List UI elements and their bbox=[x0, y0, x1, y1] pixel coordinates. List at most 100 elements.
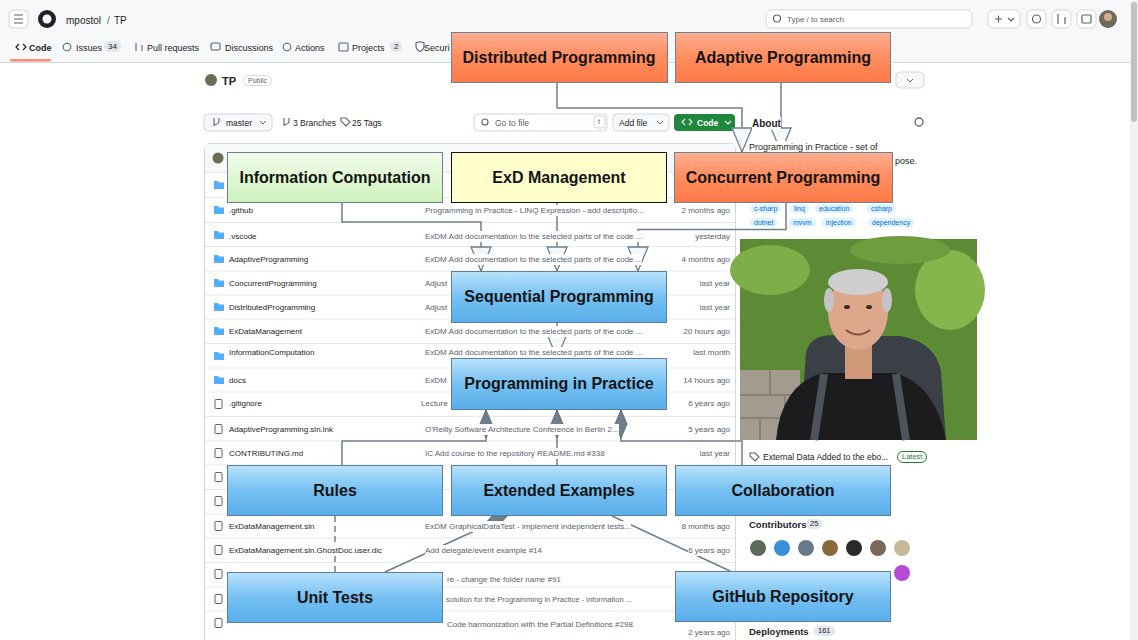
topic-tag: csharp bbox=[867, 204, 896, 213]
commit-time: 2 years ago bbox=[688, 627, 730, 638]
package-box: Extended Examples bbox=[451, 465, 667, 516]
branch-count: 3 Branches bbox=[293, 118, 336, 129]
projects-tab-icon bbox=[339, 43, 348, 51]
issues-button bbox=[1027, 10, 1046, 28]
commit-time: 4 months ago bbox=[682, 254, 730, 265]
package-name: Adaptive Programming bbox=[695, 49, 871, 67]
user-avatar bbox=[1099, 10, 1117, 28]
package-box: Concurrent Programming bbox=[674, 152, 893, 203]
commit-message: ExDM Add documentation to the selected p… bbox=[425, 231, 642, 242]
gear-icon bbox=[915, 118, 923, 126]
plus-icon bbox=[995, 16, 1014, 23]
commit-message: ExDM bbox=[425, 375, 447, 386]
section-heading: About bbox=[752, 117, 781, 130]
scrollbar-track bbox=[1130, 0, 1138, 640]
commit-message: re - change the folder name #91 bbox=[447, 574, 561, 585]
search-placeholder: Type / to search bbox=[787, 14, 844, 25]
inbox-button bbox=[1077, 10, 1096, 28]
search-box bbox=[766, 10, 972, 28]
go-to-file-icon bbox=[482, 119, 488, 125]
user-avatar-face bbox=[1104, 13, 1112, 21]
package-box: Sequential Programming bbox=[451, 271, 667, 323]
package-box: Collaboration bbox=[675, 465, 891, 516]
repo-title: TP bbox=[222, 74, 236, 88]
commit-message: Lecture bbox=[421, 398, 448, 409]
file-name: CONTRIBUTING.md bbox=[229, 448, 303, 459]
commit-message: Code harmonization with the Partial Defi… bbox=[447, 619, 633, 630]
search-icon bbox=[774, 15, 781, 22]
package-name: Collaboration bbox=[731, 482, 834, 500]
nav-tab: Actions bbox=[295, 42, 325, 54]
section-heading: Contributors bbox=[749, 519, 807, 531]
commit-message: Programming in Practice - LINQ Expressio… bbox=[425, 205, 644, 216]
commit-message: IC Add course to the repository README.m… bbox=[425, 448, 605, 459]
package-box: Rules bbox=[227, 465, 443, 516]
package-box: Unit Tests bbox=[227, 572, 443, 623]
button-label: Add file bbox=[619, 118, 647, 129]
commit-time: last year bbox=[700, 302, 730, 313]
last-commit-avatar bbox=[213, 153, 224, 164]
tag-count: 25 Tags bbox=[352, 118, 382, 129]
dependency-line bbox=[334, 516, 336, 572]
commit-message: ExDM Add documentation to the selected p… bbox=[425, 326, 642, 337]
topic-tag: mvvm bbox=[789, 218, 816, 227]
generalization-arrow bbox=[557, 83, 742, 152]
commit-message: ExDM Add documentation to the selected p… bbox=[425, 347, 642, 358]
release-tag-icon bbox=[750, 453, 759, 461]
menu-icon bbox=[14, 15, 23, 23]
nav-tab: Securi bbox=[424, 42, 450, 54]
nav-tab: Projects bbox=[352, 42, 385, 54]
file-name: ConcurrentProgramming bbox=[229, 278, 317, 289]
file-name: ExDataManagement.sln.GhostDoc.user.dic bbox=[229, 545, 382, 556]
code-tab-icon bbox=[16, 44, 26, 50]
file-name: InformationComputation bbox=[229, 347, 314, 358]
menu-button bbox=[9, 10, 28, 28]
count-badge: 34 bbox=[104, 41, 121, 52]
file-name: AdaptiveProgramming.sln.lnk bbox=[229, 424, 333, 435]
package-box: GitHub Repository bbox=[675, 571, 891, 622]
file-name: DistributedProgramming bbox=[229, 302, 315, 313]
repo-name: TP bbox=[114, 14, 127, 27]
release-badge: Latest bbox=[897, 451, 927, 463]
commit-message: Add delegate/event example #14 bbox=[425, 545, 542, 556]
tag-icon bbox=[341, 118, 350, 126]
commit-time: 14 hours ago bbox=[683, 375, 730, 386]
shortcut-key: t bbox=[598, 117, 600, 127]
commit-time: yesterday bbox=[695, 231, 730, 242]
file-icons bbox=[215, 400, 222, 628]
file-name: ExDataManagement bbox=[229, 326, 302, 337]
package-name: Sequential Programming bbox=[464, 288, 653, 306]
create-button bbox=[988, 10, 1020, 28]
package-name: Rules bbox=[313, 482, 357, 500]
package-box: Distributed Programming bbox=[451, 32, 668, 83]
nav-tab: Issues bbox=[76, 42, 102, 54]
inbox-icon bbox=[1082, 15, 1091, 23]
release-name: External Data Added to the ebo... bbox=[763, 452, 888, 463]
package-name: Extended Examples bbox=[483, 482, 634, 500]
commit-time: 6 years ago bbox=[688, 545, 730, 556]
commit-time: 6 years ago bbox=[688, 398, 730, 409]
go-to-file-box bbox=[474, 114, 607, 131]
count-badge: 2 bbox=[390, 41, 402, 52]
file-name: .github bbox=[229, 205, 253, 216]
commit-message: ExDM Add documentation to the selected p… bbox=[425, 254, 642, 265]
package-name: Information Computation bbox=[239, 169, 430, 187]
commit-time: 20 hours ago bbox=[683, 326, 730, 337]
file-name: docs bbox=[229, 375, 246, 386]
commit-message: Adjust bbox=[425, 278, 447, 289]
repo-description: pose. bbox=[895, 155, 917, 167]
commit-message: ExDM GraphicalDataTest - implement indep… bbox=[425, 521, 631, 532]
package-box: Information Computation bbox=[227, 152, 443, 203]
actions-tab-icon bbox=[283, 43, 291, 51]
topic-tag: c-sharp bbox=[750, 204, 781, 213]
discussions-tab-icon bbox=[211, 43, 220, 50]
button-label: Code bbox=[697, 118, 718, 129]
commit-time: last year bbox=[700, 448, 730, 459]
issues-tab-icon bbox=[63, 43, 71, 51]
github-logo bbox=[38, 10, 56, 28]
package-name: GitHub Repository bbox=[712, 588, 853, 606]
visibility-badge: Public bbox=[243, 75, 272, 86]
count-badge: 25 bbox=[806, 519, 822, 529]
repo-owner-avatar bbox=[205, 74, 217, 86]
section-heading: Deployments bbox=[749, 626, 809, 638]
